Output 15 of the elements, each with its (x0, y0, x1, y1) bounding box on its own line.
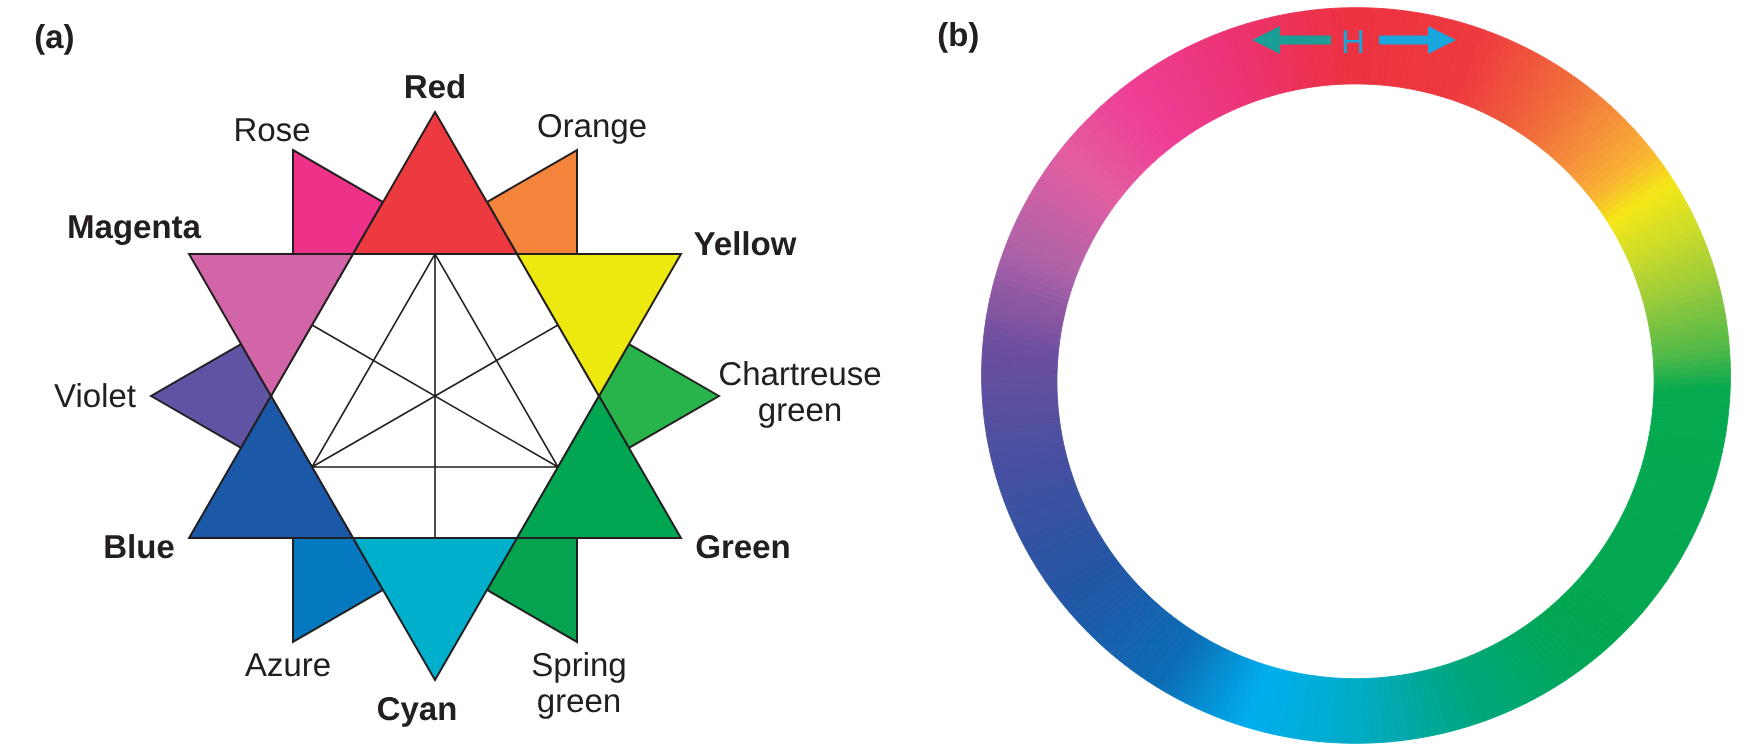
hue-label: Azure (244, 653, 330, 677)
hue-label: Cyan (378, 696, 456, 727)
panel-label: (a) (35, 24, 73, 55)
hue-label: Red (406, 74, 464, 99)
hue-label: Yellow (694, 231, 797, 256)
hue-label: Green (696, 534, 789, 559)
hue-label: Spring green (532, 652, 625, 719)
hue-label: Orange (538, 113, 646, 144)
hue-label: Violet (54, 383, 136, 408)
hue-label: Magenta (69, 215, 202, 245)
hue-label: Rose (236, 118, 310, 142)
panel-label: (b) (938, 22, 978, 53)
hue-label: Blue (105, 534, 174, 559)
hue-label: Chartreuse green (720, 361, 881, 428)
symbol-label: H (1343, 30, 1363, 53)
